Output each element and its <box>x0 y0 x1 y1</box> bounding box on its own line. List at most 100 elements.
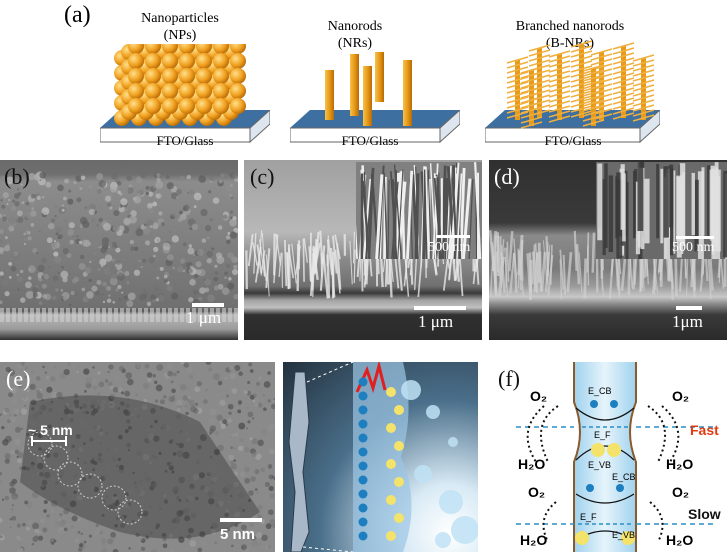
grain <box>10 173 14 177</box>
rod-stroke <box>253 233 257 274</box>
grain <box>123 217 131 226</box>
grain <box>69 303 72 306</box>
grain <box>17 276 23 283</box>
branch <box>520 66 543 74</box>
grain <box>198 175 207 183</box>
inset-branched-rod <box>604 163 608 249</box>
tem-speckle <box>36 457 42 464</box>
tem-speckle <box>142 453 150 461</box>
nanoparticle <box>230 98 246 114</box>
grain <box>115 260 121 265</box>
tem-speckle <box>49 408 53 412</box>
tem-speckle <box>247 411 254 418</box>
tem-speckle <box>194 496 199 501</box>
inset-rod <box>406 170 414 259</box>
grain <box>211 247 215 251</box>
grain <box>149 225 153 228</box>
grain <box>54 214 57 218</box>
branched-stroke <box>686 255 689 296</box>
rod-stroke <box>265 248 271 289</box>
band-drawing <box>516 362 714 552</box>
tem-speckle <box>1 425 5 430</box>
tem-speckle <box>9 481 15 487</box>
nanoparticle <box>213 53 229 69</box>
grain <box>203 247 207 251</box>
grain <box>186 174 192 180</box>
grain <box>158 211 163 216</box>
branch <box>582 119 605 127</box>
inset-rod <box>393 164 402 259</box>
tem-speckle <box>138 489 145 497</box>
branched-stroke <box>586 232 590 273</box>
branch <box>570 90 593 98</box>
light-zigzag <box>355 362 387 394</box>
tem-speckle <box>98 404 105 411</box>
grain <box>31 202 34 206</box>
tem-speckle <box>27 519 32 525</box>
inset-rod <box>427 170 432 259</box>
tem-speckle <box>179 429 183 434</box>
tem-speckle <box>8 392 14 398</box>
tem-speckle <box>169 438 174 443</box>
grain <box>148 256 155 264</box>
tem-speckle <box>107 370 110 374</box>
scale-label-e: 5 nm <box>220 526 256 543</box>
grain <box>156 238 160 243</box>
inset-branched-rod <box>711 177 715 259</box>
bubble <box>448 437 458 447</box>
ef-top: E_F <box>594 430 611 440</box>
tem-speckle <box>216 414 223 421</box>
inset-rod <box>468 178 474 259</box>
inset-scale-label-d: 500 nm <box>672 240 715 255</box>
grain <box>148 203 153 208</box>
grain <box>199 287 206 294</box>
hole <box>394 477 404 487</box>
electron <box>358 531 368 541</box>
tem-speckle <box>54 520 61 527</box>
tem-speckle <box>127 378 134 386</box>
tem-speckle <box>127 398 130 401</box>
grain <box>20 269 24 274</box>
branch <box>632 104 655 112</box>
tem-speckle <box>167 370 173 377</box>
tem-speckle <box>210 455 213 459</box>
tem-speckle <box>23 404 27 408</box>
tem-speckle <box>154 456 158 459</box>
o2-top-right: O₂ <box>672 388 690 404</box>
tem-speckle <box>142 382 150 389</box>
lattice-dimension-line <box>31 436 67 446</box>
grain <box>30 223 35 227</box>
grain <box>17 217 24 224</box>
nanoparticle <box>128 98 144 114</box>
branch <box>570 60 593 68</box>
tem-speckle <box>69 364 75 370</box>
tem-speckle <box>14 426 22 433</box>
tem-speckle <box>228 411 232 415</box>
tem-speckle <box>261 429 267 435</box>
tem-speckle <box>11 495 17 501</box>
grain <box>79 254 85 260</box>
tem-speckle <box>237 409 242 414</box>
grain <box>28 173 36 181</box>
tem-speckle <box>250 476 256 482</box>
tem-speckle <box>229 373 237 380</box>
tem-speckle <box>260 467 266 473</box>
tem-speckle <box>1 498 5 501</box>
hole <box>394 513 404 523</box>
tem-speckle <box>100 537 107 544</box>
tem-speckle <box>254 403 259 408</box>
branched-nanorod <box>579 44 584 118</box>
grain <box>14 201 20 207</box>
grain <box>30 193 36 199</box>
tem-speckle <box>82 477 86 481</box>
grain <box>23 237 28 242</box>
tem-speckle <box>101 542 107 548</box>
grain <box>226 283 230 287</box>
grain <box>133 269 141 276</box>
grain <box>229 219 237 227</box>
branch <box>548 70 571 78</box>
tem-speckle <box>188 418 191 421</box>
inset-rod <box>397 181 407 259</box>
nanoparticle <box>145 53 161 69</box>
tem-speckle <box>34 528 39 534</box>
